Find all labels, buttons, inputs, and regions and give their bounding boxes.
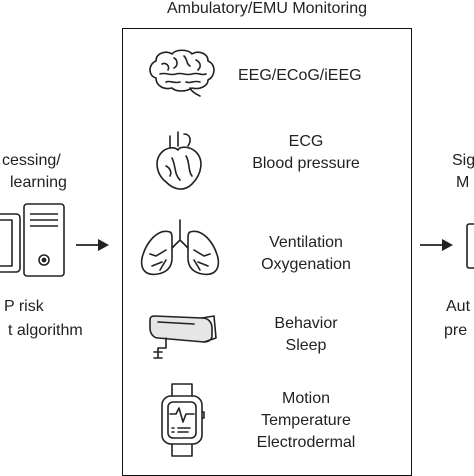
lungs-icon bbox=[140, 219, 220, 276]
camera-icon bbox=[149, 315, 217, 359]
monitor-item-oxygenation: Oxygenation bbox=[261, 256, 351, 273]
left-top-line1: cessing/ bbox=[2, 152, 61, 169]
monitor-item-blood-pressure: Blood pressure bbox=[252, 155, 360, 172]
monitor-item-eeg: EEG/ECoG/iEEG bbox=[238, 67, 362, 84]
monitor-item-electrodermal: Electrodermal bbox=[256, 434, 356, 451]
device-icon bbox=[466, 223, 474, 269]
arrow-right-icon bbox=[76, 239, 109, 251]
right-bottom-line2: pre bbox=[444, 322, 468, 339]
monitor-item-sleep: Sleep bbox=[285, 337, 327, 354]
left-bottom-line2: t algorithm bbox=[8, 322, 83, 339]
arrow-right-icon bbox=[420, 239, 453, 251]
monitor-item-ventilation: Ventilation bbox=[269, 234, 343, 251]
monitoring-title: Ambulatory/EMU Monitoring bbox=[166, 0, 368, 17]
computer-tower-icon bbox=[23, 203, 65, 277]
brain-icon bbox=[149, 49, 215, 97]
monitor-item-ecg: ECG bbox=[288, 133, 324, 150]
monitor-item-temperature: Temperature bbox=[261, 412, 351, 429]
smartwatch-icon bbox=[161, 383, 205, 457]
monitor-item-behavior: Behavior bbox=[274, 315, 338, 332]
left-bottom-line1: P risk bbox=[4, 298, 44, 315]
heart-icon bbox=[156, 131, 202, 190]
right-top-line1: Sig bbox=[452, 152, 474, 169]
left-top-line2: learning bbox=[10, 174, 67, 191]
monitor-item-motion: Motion bbox=[281, 390, 331, 407]
right-top-line2: M bbox=[456, 174, 470, 191]
right-bottom-line1: Aut bbox=[446, 298, 471, 315]
tablet-icon bbox=[0, 213, 21, 273]
